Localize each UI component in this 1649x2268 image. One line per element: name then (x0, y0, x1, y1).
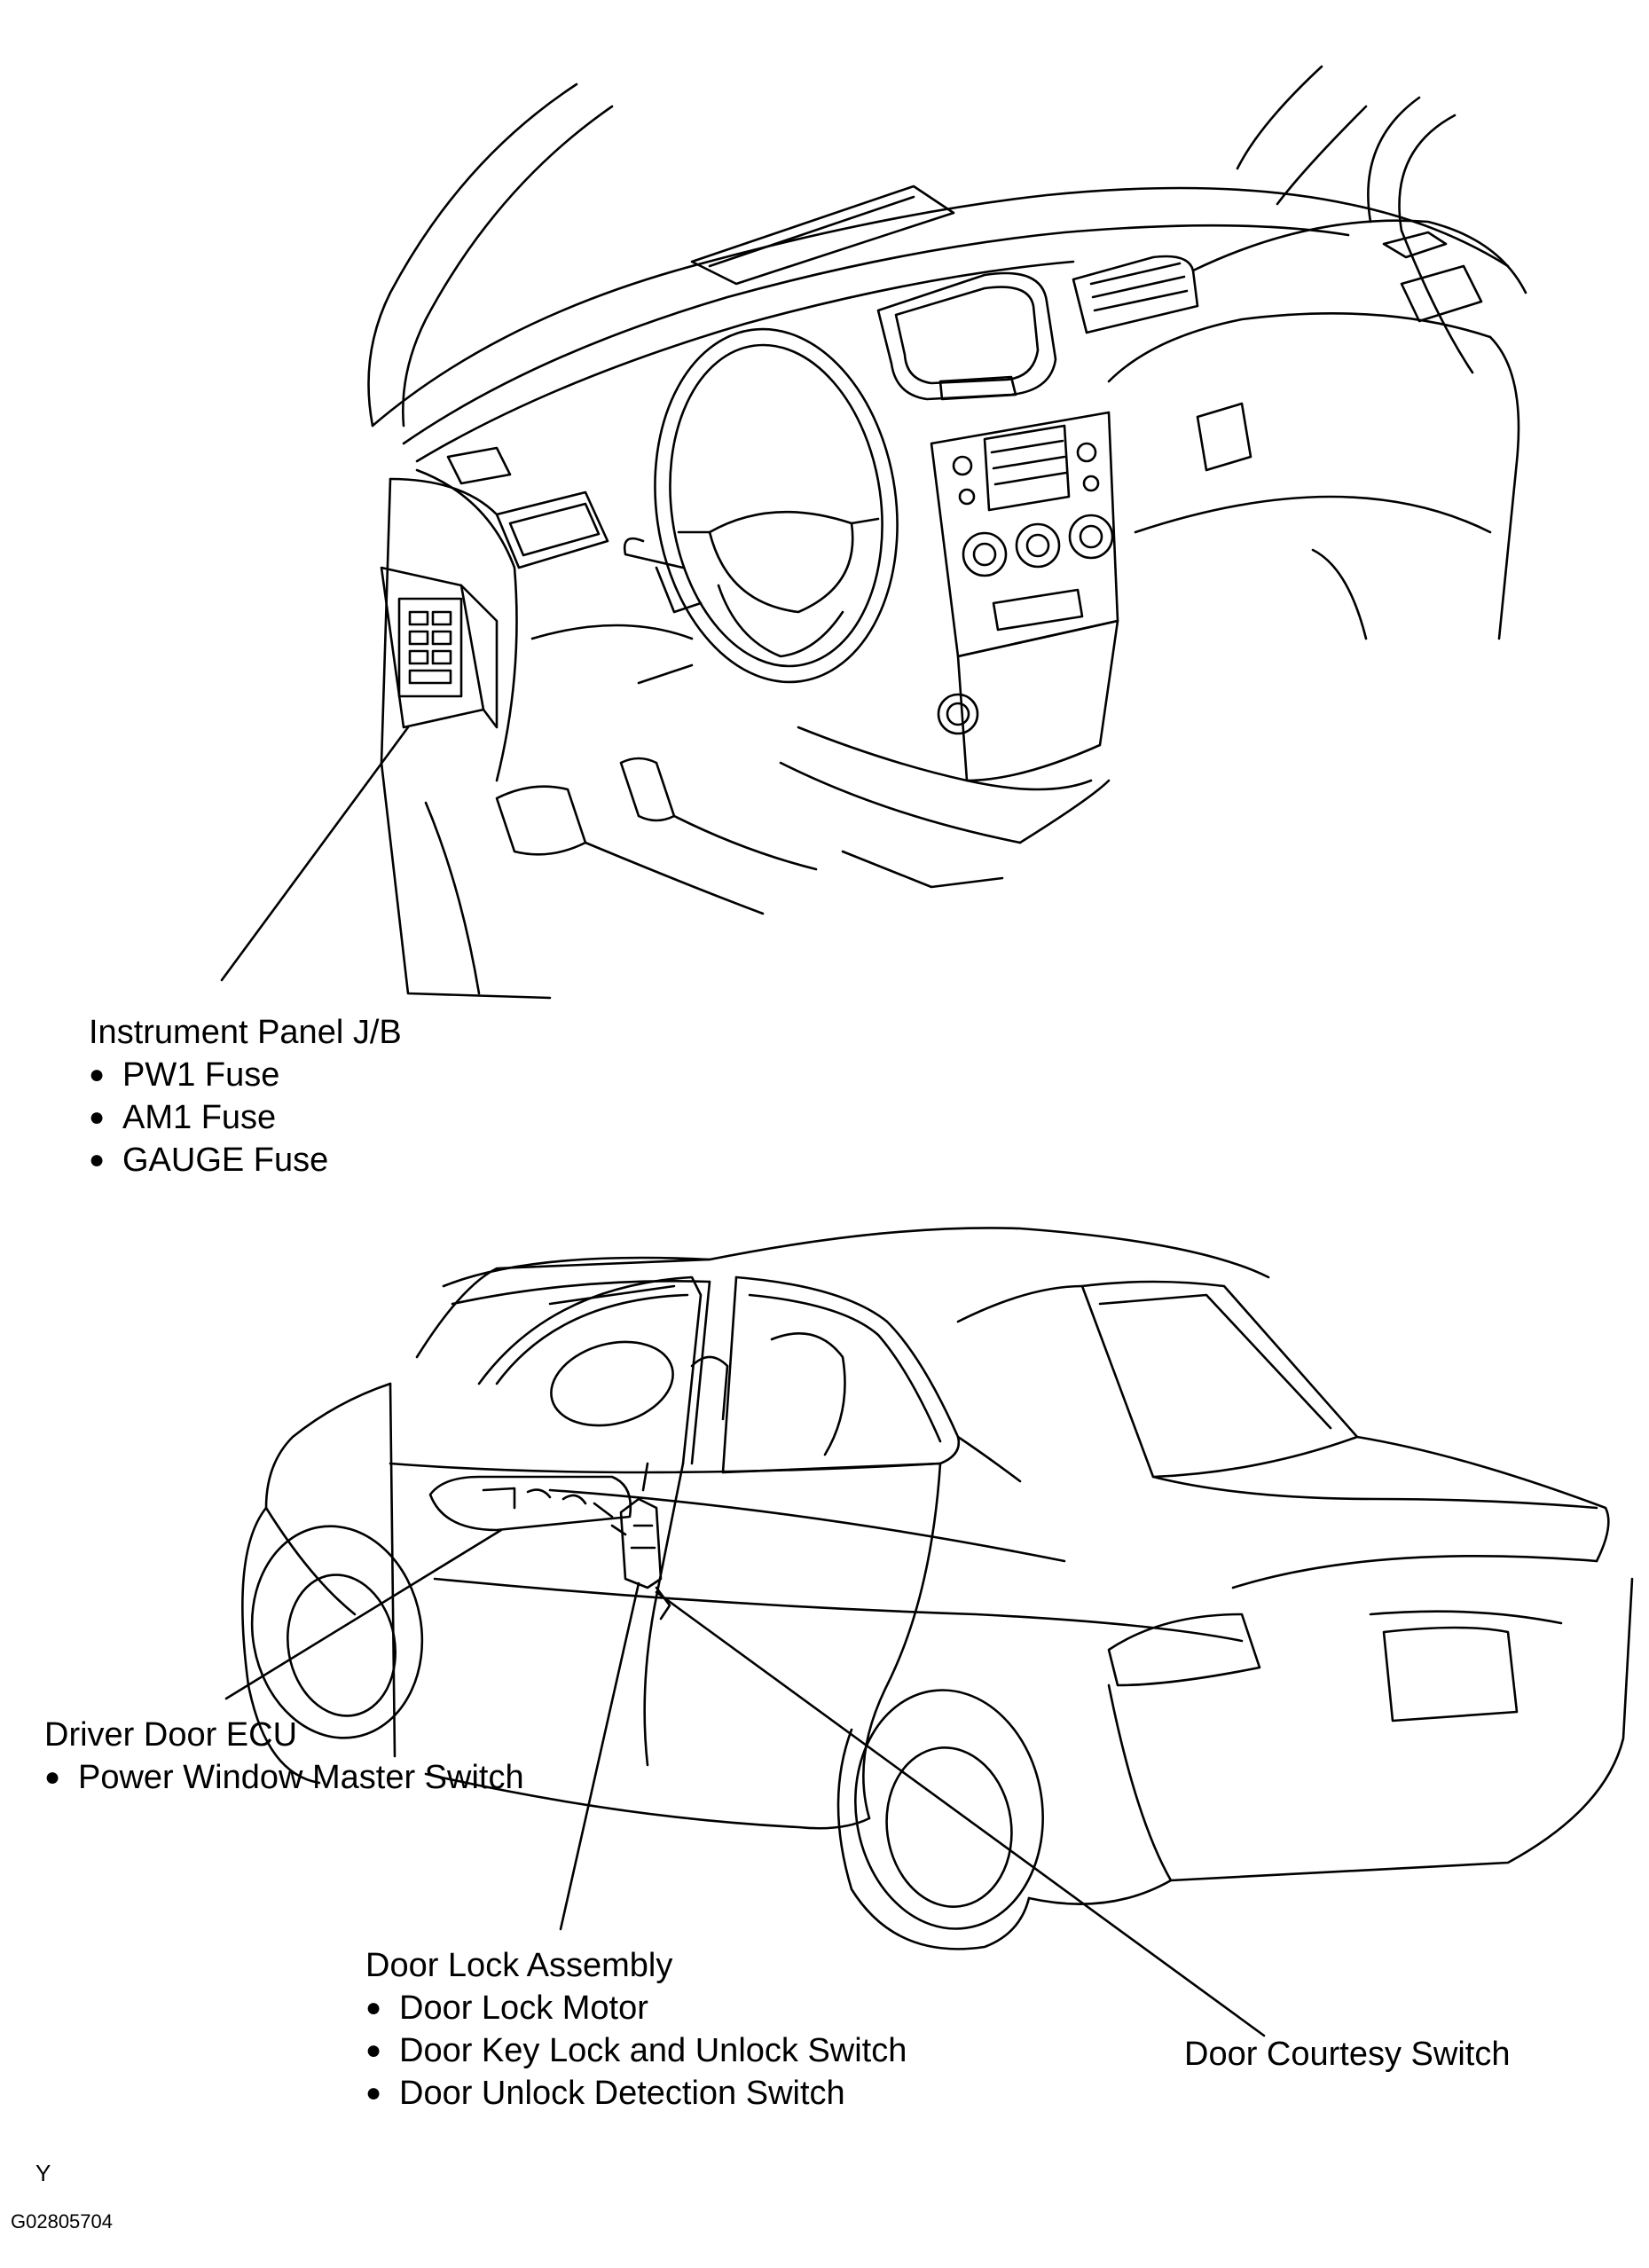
figure-code-letter: Y (35, 2160, 51, 2186)
callout-item: Door Key Lock and Unlock Switch (365, 2029, 907, 2072)
callout-items: PW1 Fuse AM1 Fuse GAUGE Fuse (89, 1054, 402, 1181)
leader-ip-jb (220, 726, 410, 982)
callout-title: Door Lock Assembly (365, 1947, 673, 1984)
callout-title: Instrument Panel J/B (89, 1014, 402, 1051)
callout-item: Door Lock Motor (365, 1987, 907, 2029)
callout-item: Door Unlock Detection Switch (365, 2072, 907, 2115)
callout-title: Door Courtesy Switch (1184, 2036, 1511, 2073)
callout-door-lock-assembly: Door Lock Assembly Door Lock Motor Door … (365, 1944, 907, 2115)
callout-items: Door Lock Motor Door Key Lock and Unlock… (365, 1987, 907, 2115)
figure-id: G02805704 (11, 2210, 113, 2233)
leader-driver-door-ecu (224, 1528, 503, 1700)
callout-door-courtesy-switch: Door Courtesy Switch (1184, 2033, 1510, 2076)
callout-instrument-panel-jb: Instrument Panel J/B PW1 Fuse AM1 Fuse G… (89, 1011, 402, 1181)
callout-item: Power Window Master Switch (44, 1756, 524, 1799)
callout-title: Driver Door ECU (44, 1716, 298, 1754)
callout-items: Power Window Master Switch (44, 1756, 524, 1799)
callout-item: GAUGE Fuse (89, 1139, 402, 1181)
leader-door-courtesy-switch (655, 1590, 1266, 2037)
callout-item: AM1 Fuse (89, 1096, 402, 1139)
leader-door-lock-assembly (559, 1581, 640, 1931)
callout-item: PW1 Fuse (89, 1054, 402, 1096)
vehicle-illustration (241, 1227, 1634, 1950)
dashboard-illustration (367, 65, 1527, 1000)
callout-driver-door-ecu: Driver Door ECU Power Window Master Swit… (44, 1714, 524, 1799)
